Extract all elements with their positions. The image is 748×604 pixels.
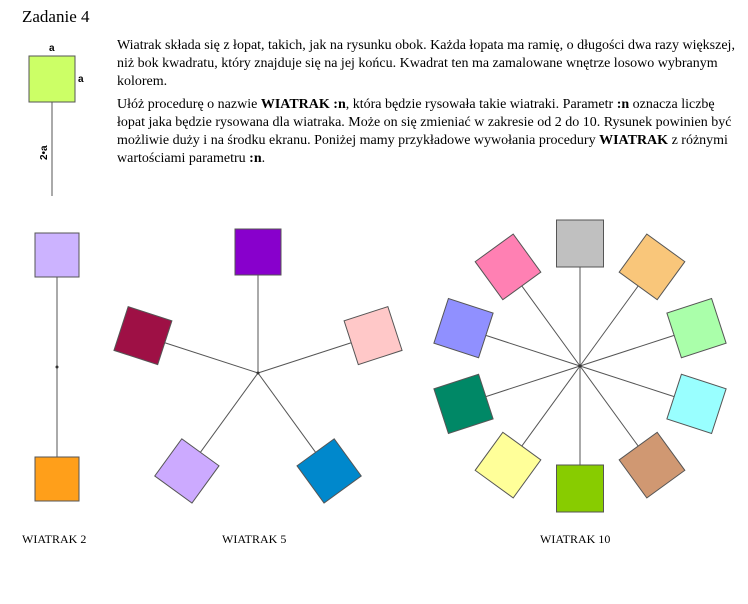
caption-windmill-5: WIATRAK 5 xyxy=(222,532,287,546)
blade-square xyxy=(618,233,686,301)
side-label-top: a xyxy=(49,43,55,54)
blade-arm xyxy=(579,365,675,398)
blade-square xyxy=(113,305,173,366)
blade-square xyxy=(34,232,80,278)
side-label-right: a xyxy=(78,74,84,85)
blade-square xyxy=(618,431,686,499)
task-description: Wiatrak składa się z łopat, takich, jak … xyxy=(117,37,735,173)
blade-square xyxy=(666,373,727,435)
page-title: Zadanie 4 xyxy=(22,7,90,26)
blade-square xyxy=(154,438,220,504)
blade-square xyxy=(474,431,542,499)
blade-arm xyxy=(164,342,259,374)
windmill-hub xyxy=(578,364,582,368)
arm-length-label: 2•a xyxy=(39,145,50,160)
blade-square xyxy=(34,456,80,502)
windmill-10 xyxy=(433,219,727,513)
blade-square xyxy=(666,297,727,359)
blade-square xyxy=(474,233,542,301)
blade-arm xyxy=(521,365,581,447)
blade-square xyxy=(296,438,362,504)
blade-arm xyxy=(521,285,581,367)
caption-windmill-2: WIATRAK 2 xyxy=(22,532,87,546)
windmill-5 xyxy=(113,228,403,504)
caption-windmill-10: WIATRAK 10 xyxy=(540,532,611,546)
blade-square xyxy=(433,373,494,435)
blade-arm xyxy=(485,365,581,398)
blade-square xyxy=(28,55,76,103)
windmill-hub xyxy=(256,371,260,375)
blade-diagram: a a 2•a xyxy=(28,43,84,196)
blade-arm xyxy=(199,372,259,453)
blade-arm xyxy=(485,334,581,367)
windmill-2 xyxy=(34,232,80,502)
blade-arm xyxy=(257,372,317,453)
blade-square xyxy=(556,219,604,268)
blade-square xyxy=(234,228,282,276)
paragraph-2: Ułóż procedurę o nazwie WIATRAK :n, któr… xyxy=(117,97,732,166)
blade-square xyxy=(343,305,403,366)
blade-arm xyxy=(579,365,639,447)
blade-square xyxy=(433,297,494,359)
windmill-hub xyxy=(55,365,59,369)
blade-arm xyxy=(257,342,352,374)
blade-arm xyxy=(579,285,639,367)
blade-square xyxy=(556,464,604,513)
paragraph-1: Wiatrak składa się z łopat, takich, jak … xyxy=(117,38,735,89)
blade-arm xyxy=(579,334,675,367)
